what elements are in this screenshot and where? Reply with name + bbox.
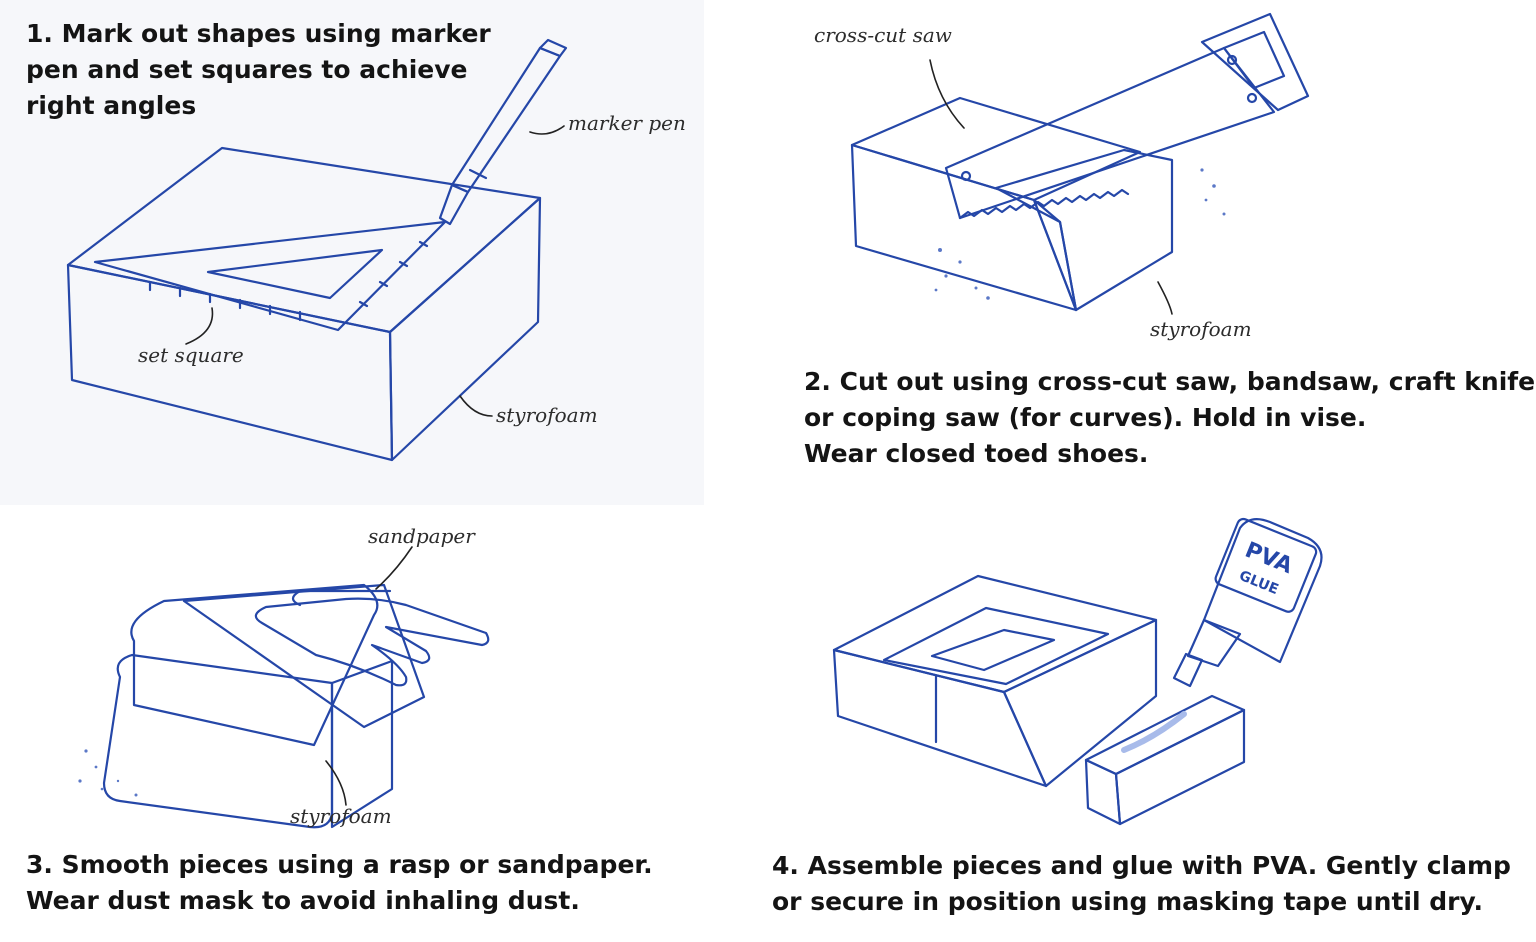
step-3-illustration: sandpaper styrofoam (78, 524, 490, 829)
styrofoam-leader (459, 395, 493, 417)
marker-pen-leader (529, 125, 565, 135)
styrofoam-label: styrofoam (290, 804, 392, 828)
step-2-caption: 2. Cut out using cross-cut saw, bandsaw,… (804, 367, 1536, 468)
marker-pen-label: marker pen (568, 111, 686, 135)
hand (254, 589, 490, 687)
loose-piece (1084, 694, 1246, 826)
step-1-illustration: marker pen set square styrofoam (66, 38, 686, 462)
styrofoam-label: styrofoam (1150, 317, 1252, 341)
step-2-panel: cross-cut saw styrofoam 2. Cut out using… (704, 0, 1536, 480)
set-square-label: set square (138, 343, 244, 367)
step-3-caption: 3. Smooth pieces using a rasp or sandpap… (26, 850, 653, 915)
set-square-leader (185, 307, 214, 345)
cross-cut-saw-label: cross-cut saw (814, 23, 952, 47)
step-3-panel: sandpaper styrofoam 3. Smooth pieces usi… (0, 505, 704, 942)
step-4-panel: PVA GLUE 4. Assemble pieces and glue wit… (704, 480, 1536, 942)
styrofoam-leader (1157, 281, 1173, 315)
styrofoam-block (102, 653, 394, 829)
cross-cut-saw (944, 12, 1310, 220)
styrofoam-pieces (850, 96, 1174, 312)
step-2-illustration: cross-cut saw styrofoam (814, 12, 1310, 341)
saw-leader (929, 59, 965, 129)
styrofoam-block (66, 146, 542, 462)
set-square (93, 220, 447, 332)
styrofoam-leader (325, 760, 347, 806)
step-4-illustration: PVA GLUE (832, 517, 1323, 826)
sawdust (934, 168, 1226, 300)
styrofoam-label: styrofoam (496, 403, 598, 427)
pva-glue-bottle: PVA GLUE (1172, 517, 1323, 688)
step-1-caption: 1. Mark out shapes using marker pen and … (26, 19, 491, 120)
dust (78, 749, 138, 797)
step-4-caption: 4. Assemble pieces and glue with PVA. Ge… (772, 851, 1511, 916)
assembled-frame (832, 574, 1158, 788)
sandpaper-label: sandpaper (368, 524, 476, 548)
sandpaper-leader (375, 546, 413, 590)
step-1-panel: 1. Mark out shapes using marker pen and … (0, 0, 704, 505)
marker-pen (438, 38, 568, 226)
